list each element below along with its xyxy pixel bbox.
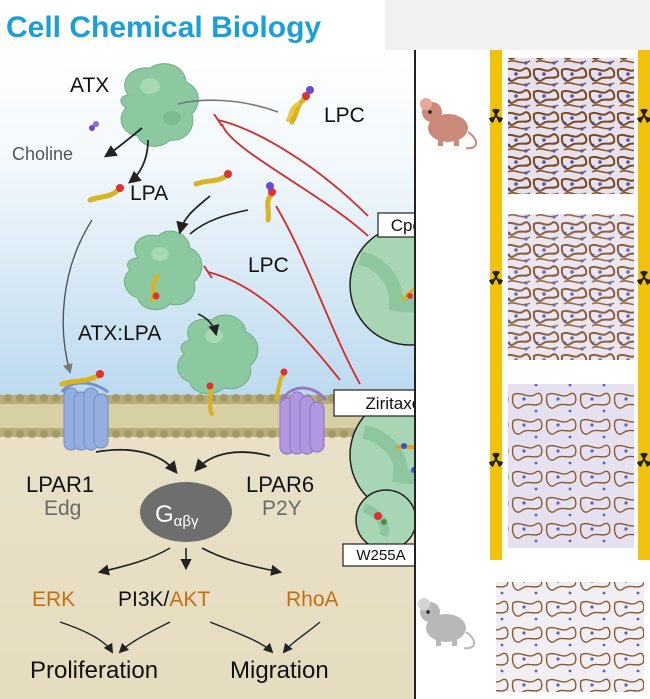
proliferation-label: Proliferation xyxy=(30,657,158,684)
atx-lpa-complex-protein xyxy=(123,230,203,311)
atx-protein-top xyxy=(120,63,199,147)
lpa-at-lpar1 xyxy=(59,370,104,387)
pathway-arrows xyxy=(59,99,321,654)
lpc-lipid-mid xyxy=(265,182,276,223)
lpar6-label: LPAR6 xyxy=(246,472,314,497)
yellow-bar-left xyxy=(490,50,502,560)
radiation-icon xyxy=(489,108,503,123)
lpc-mid-label: LPC xyxy=(248,254,289,277)
atx-label: ATX xyxy=(70,74,109,97)
radiation-icon xyxy=(489,452,503,467)
tissue-panel-4 xyxy=(496,582,644,692)
lpc-top-label: LPC xyxy=(324,104,365,127)
pi3k-akt-label: PI3K/AKT xyxy=(118,588,210,611)
lpa-at-lpar6 xyxy=(274,368,288,400)
p2y-label: P2Y xyxy=(262,497,302,520)
mouse-grey-icon xyxy=(418,598,475,650)
rhoa-label: RhoA xyxy=(286,588,339,611)
tissue-panel-3 xyxy=(508,384,634,548)
lpa-at-membrane xyxy=(206,382,214,416)
lpa-label: LPA xyxy=(130,182,168,205)
radiation-icon xyxy=(637,108,650,123)
header-area xyxy=(0,0,385,50)
radiation-icon xyxy=(489,270,503,285)
lpar1-label: LPAR1 xyxy=(26,472,94,497)
lpc-lipid-top xyxy=(286,86,314,125)
journal-title: Cell Chemical Biology xyxy=(6,11,321,44)
radiation-icon xyxy=(637,270,650,285)
lpa-lipid-1 xyxy=(87,184,124,203)
edg-label: Edg xyxy=(44,497,81,520)
header-grey-box xyxy=(385,0,650,50)
migration-label: Migration xyxy=(230,657,329,684)
choline-label: Choline xyxy=(12,144,73,164)
radiation-icon xyxy=(637,452,650,467)
g-protein-ellipse xyxy=(140,482,232,542)
lpa-lipid-2 xyxy=(193,170,232,187)
g-protein-label: Gαβγ xyxy=(155,501,199,530)
atx-lpa-label: ATX:LPA xyxy=(78,322,161,345)
yellow-bar-right xyxy=(638,50,650,560)
w255a-binding-circle xyxy=(355,489,417,551)
choline-molecule xyxy=(89,121,99,131)
erk-label: ERK xyxy=(32,588,75,611)
tissue-panel-2 xyxy=(508,214,634,360)
mouse-brown-icon xyxy=(420,98,477,150)
lpa-in-complex xyxy=(150,274,160,302)
inhibition-lines xyxy=(203,113,369,385)
lpar1-receptor xyxy=(60,381,109,451)
w255a-label: W255A xyxy=(356,547,405,564)
tissue-panel-1 xyxy=(508,58,634,194)
lpar6-receptor xyxy=(279,386,328,455)
